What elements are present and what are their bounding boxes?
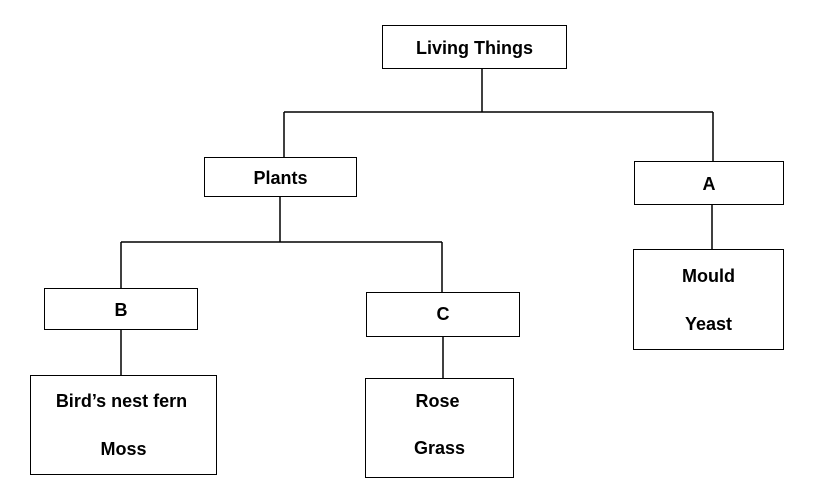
c-examples-box: Rose Grass [365,378,514,478]
a-node-label: A [702,174,716,194]
plants-node-label: Plants [253,168,308,188]
a-example-2: Yeast [684,314,733,334]
a-example-1: Mould [682,266,735,286]
b-node-label: B [114,300,128,320]
root-node-label: Living Things [416,38,533,58]
a-examples-box: Mould Yeast [633,249,784,350]
a-node: A [634,161,784,205]
c-example-2: Grass [413,438,466,458]
c-example-1: Rose [415,391,460,411]
c-node-label: C [436,304,450,324]
b-node: B [44,288,198,330]
c-node: C [366,292,520,337]
root-node: Living Things [382,25,567,69]
b-example-2: Moss [100,439,147,459]
b-examples-box: Bird’s nest fern Moss [30,375,217,475]
plants-node: Plants [204,157,357,197]
b-example-1: Bird’s nest fern [55,391,188,411]
